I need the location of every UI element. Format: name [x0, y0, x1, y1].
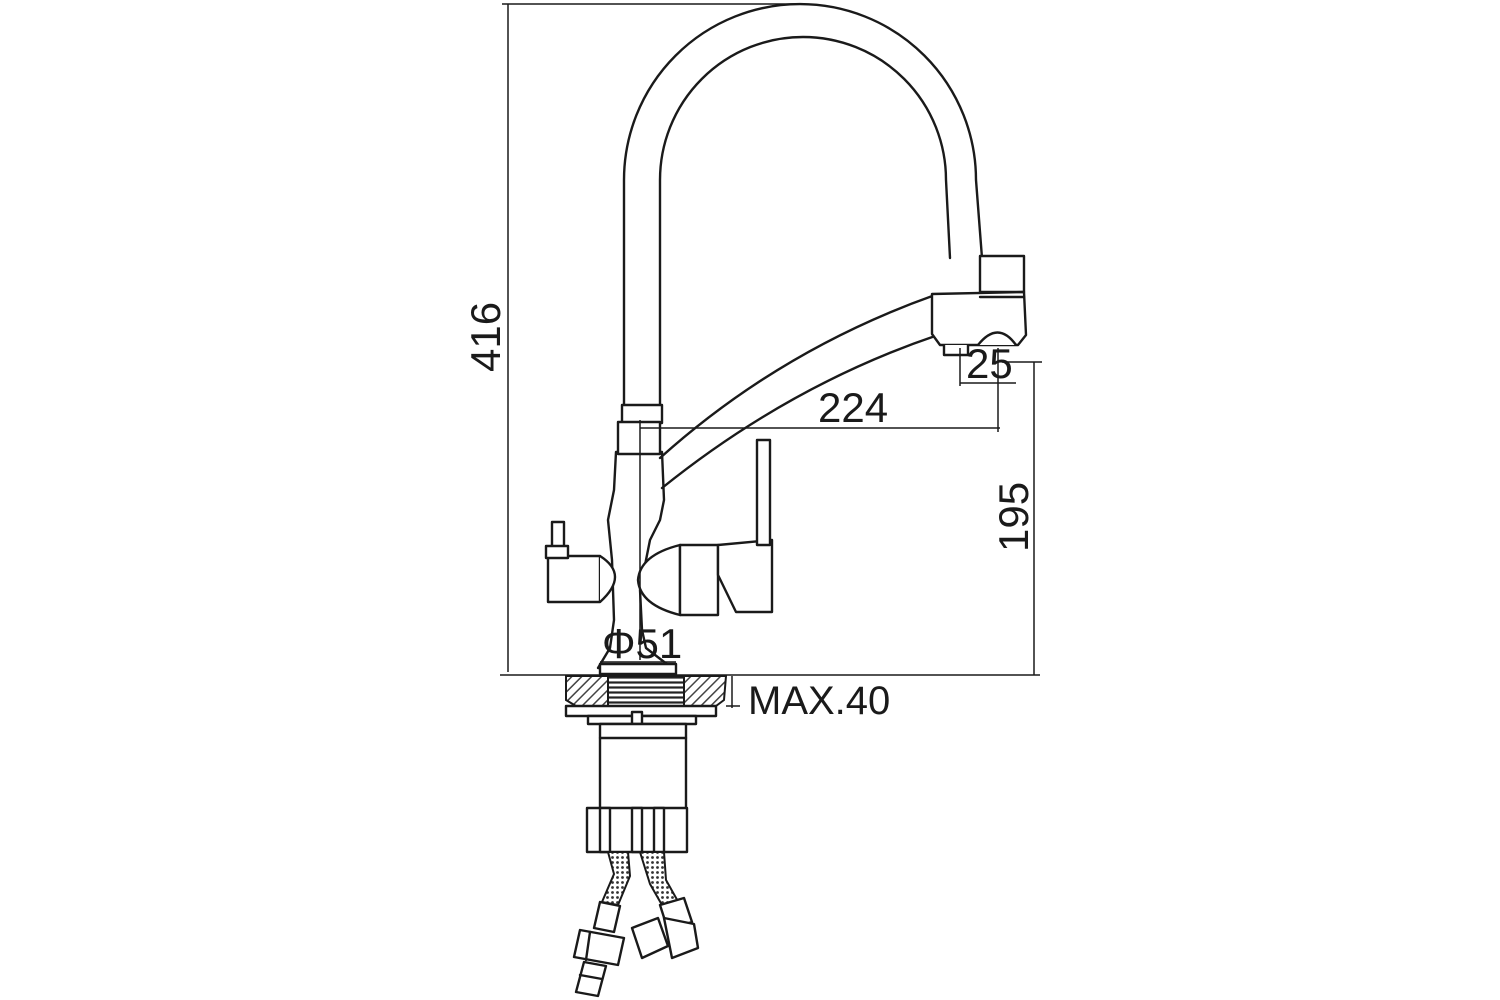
- gooseneck-spout: [622, 2, 984, 412]
- dimension-diameter-51: Φ51: [600, 620, 682, 667]
- dimension-reach-224: 224: [639, 384, 1000, 660]
- dimension-height-195: 195: [990, 361, 1042, 675]
- dimension-25-label: 25: [966, 340, 1013, 387]
- dimension-195-label: 195: [990, 482, 1037, 552]
- spray-head: [930, 254, 1028, 357]
- left-hose-fitting: [572, 900, 626, 998]
- filter-spout-arm: [658, 293, 940, 490]
- dimension-51-label: Φ51: [602, 620, 682, 667]
- right-handle: [636, 438, 774, 617]
- dimension-224-label: 224: [818, 384, 888, 431]
- spout-collar: [620, 403, 664, 425]
- dimension-max40-label: MAX.40: [748, 679, 890, 723]
- supply-hoses: [572, 851, 700, 998]
- faucet-base-ring: [598, 662, 678, 676]
- dimension-height-416: 416: [462, 3, 1040, 676]
- right-hose-fitting: [630, 896, 700, 960]
- dimension-max-40: MAX.40: [726, 676, 890, 723]
- left-handle: [544, 520, 617, 604]
- dimension-outlet-25: 25: [959, 340, 1016, 432]
- mounting-section: [564, 675, 728, 854]
- dimension-416-label: 416: [462, 302, 509, 372]
